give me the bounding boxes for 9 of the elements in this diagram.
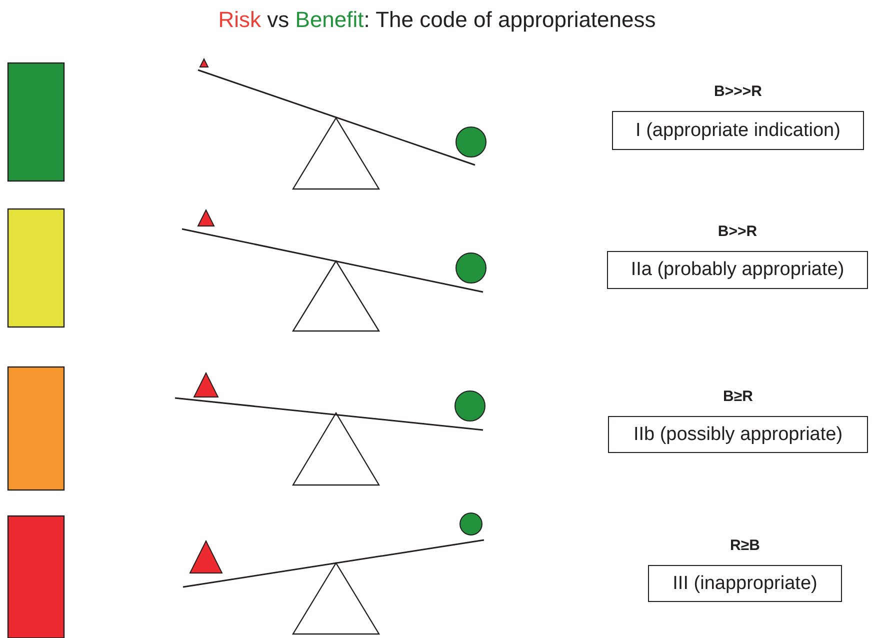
- category-label: III (inappropriate): [672, 572, 818, 594]
- ratio-heading: B>>R: [716, 223, 758, 240]
- category-label: IIb (possibly appropriate): [633, 424, 843, 446]
- category-label: IIa (probably appropriate): [630, 259, 844, 281]
- ratio-heading: R≥B: [729, 537, 761, 554]
- ratio-heading: B>>>R: [713, 83, 763, 100]
- ratio-heading: B≥R: [722, 388, 754, 405]
- category-label: I (appropriate indication): [636, 120, 840, 142]
- title: Risk vs Benefit: The code of appropriateness: [217, 7, 657, 33]
